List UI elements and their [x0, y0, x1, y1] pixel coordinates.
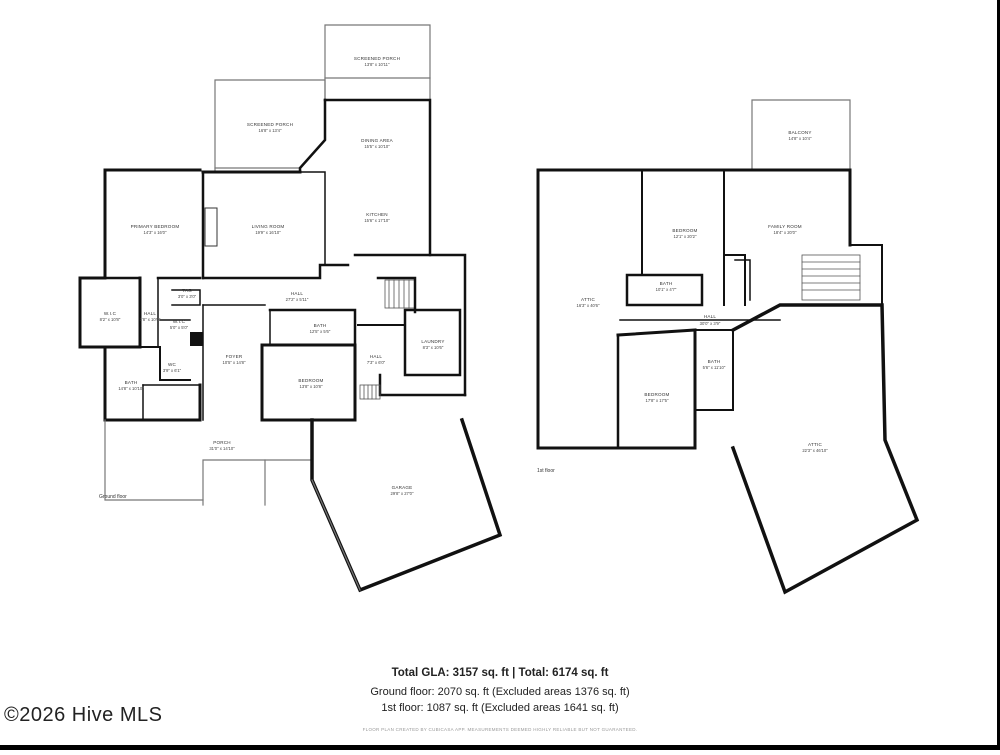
room-labels: SCREENED PORCH 13'8" x 10'11" SCREENED P…	[99, 56, 828, 500]
room-label-hall-first: HALL	[704, 314, 717, 319]
room-label-bath-first: BATH	[660, 281, 673, 286]
room-label-laundry: LAUNDRY	[421, 339, 444, 344]
floor-plan-disclaimer: FLOOR PLAN CREATED BY CUBICASA APP. MEAS…	[362, 727, 638, 732]
room-dims-bath-mid: 12'5" x 5'6"	[310, 329, 331, 334]
room-label-bath-first-2: BATH	[708, 359, 721, 364]
room-dims-living-room: 19'9" x 16'10"	[255, 230, 281, 235]
room-dims-screened-porch: 16'8" x 13'4"	[259, 128, 282, 133]
room-dims-hall-main: 27'2" x 5'11"	[286, 297, 309, 302]
room-label-screened-porch: SCREENED PORCH	[247, 122, 293, 127]
ground-floor-plan	[78, 24, 503, 593]
room-label-wic-left: W.I.C	[104, 311, 117, 316]
room-dims-dining-area: 15'5" x 10'10"	[364, 144, 390, 149]
room-label-hall-left: HALL	[144, 311, 157, 316]
room-dims-bedroom-top: 12'1" x 20'2"	[674, 234, 697, 239]
room-dims-bedroom-ground: 13'8" x 10'8"	[300, 384, 323, 389]
room-dims-hall-first: 30'0" x 3'9"	[700, 321, 721, 326]
ground-floor-area: Ground floor: 2070 sq. ft (Excluded area…	[370, 686, 630, 698]
room-dims-wic-left: 8'2" x 10'8"	[100, 317, 121, 322]
room-dims-family-room: 18'4" x 20'0"	[774, 230, 797, 235]
room-dims-bath-first: 10'1" x 4'7"	[656, 287, 677, 292]
room-label-tag: TAG	[182, 288, 192, 293]
room-label-attic-right: ATTIC	[808, 442, 822, 447]
room-dims-wic-small: 5'0" x 5'0"	[170, 325, 189, 330]
room-label-kitchen: KITCHEN	[366, 212, 388, 217]
room-dims-attic-left: 16'3" x 40'6"	[577, 303, 600, 308]
first-floor-plan	[536, 99, 920, 595]
first-floor-label: 1st floor	[537, 468, 555, 474]
room-dims-kitchen: 15'6" x 17'10"	[364, 218, 390, 223]
room-label-living-room: LIVING ROOM	[252, 224, 285, 229]
total-area-summary: Total GLA: 3157 sq. ft | Total: 6174 sq.…	[391, 667, 609, 679]
room-dims-laundry: 8'3" x 10'6"	[423, 345, 444, 350]
room-dims-hall-left: 3'8" x 10'0"	[140, 317, 161, 322]
room-dims-hall-small: 7'3" x 6'0"	[367, 360, 386, 365]
room-dims-porch: 31'0" x 14'10"	[209, 446, 235, 451]
room-label-attic-left: ATTIC	[581, 297, 595, 302]
room-label-garage: GARAGE	[392, 485, 413, 490]
room-dims-balcony: 14'8" x 10'4"	[789, 136, 812, 141]
room-label-hall-main: HALL	[291, 291, 304, 296]
room-label-family-room: FAMILY ROOM	[768, 224, 802, 229]
room-dims-wc: 3'9" x 6'1"	[163, 368, 182, 373]
room-dims-primary-bedroom: 14'3" x 16'0"	[144, 230, 167, 235]
room-label-hall-small: HALL	[370, 354, 383, 359]
room-label-dining-area: DINING AREA	[361, 138, 394, 143]
frame-border-right	[997, 0, 1000, 750]
room-label-balcony: BALCONY	[788, 130, 811, 135]
copyright-watermark: ©2026 Hive MLS	[4, 704, 163, 726]
room-label-wc: WC	[168, 362, 177, 367]
room-dims-garage: 29'8" x 27'0"	[391, 491, 414, 496]
room-label-bedroom-ground: BEDROOM	[298, 378, 323, 383]
room-label-bath-mid: BATH	[314, 323, 327, 328]
room-label-wic-small: W.I.C	[173, 319, 186, 324]
room-label-foyer: FOYER	[226, 354, 243, 359]
room-dims-tag: 3'0" x 3'0"	[178, 294, 197, 299]
first-floor-area: 1st floor: 1087 sq. ft (Excluded areas 1…	[381, 702, 619, 714]
ground-floor-label: Ground floor	[99, 494, 127, 500]
room-dims-attic-right: 22'3" x 46'10"	[802, 448, 828, 453]
room-dims-screened-porch-top: 13'8" x 10'11"	[365, 62, 390, 67]
room-label-porch: PORCH	[213, 440, 231, 445]
room-dims-bath-left: 14'8" x 10'10"	[118, 386, 144, 391]
room-dims-foyer: 10'5" x 14'8"	[223, 360, 246, 365]
room-dims-bedroom-bottom: 17'8" x 17'5"	[646, 398, 669, 403]
room-label-bedroom-bottom: BEDROOM	[644, 392, 669, 397]
room-label-bedroom-top: BEDROOM	[672, 228, 697, 233]
room-label-bath-left: BATH	[125, 380, 138, 385]
room-label-screened-porch-top: SCREENED PORCH	[354, 56, 400, 61]
frame-border-bottom	[0, 745, 1000, 750]
room-label-primary-bedroom: PRIMARY BEDROOM	[131, 224, 180, 229]
room-dims-bath-first-2: 5'6" x 11'10"	[703, 365, 726, 370]
